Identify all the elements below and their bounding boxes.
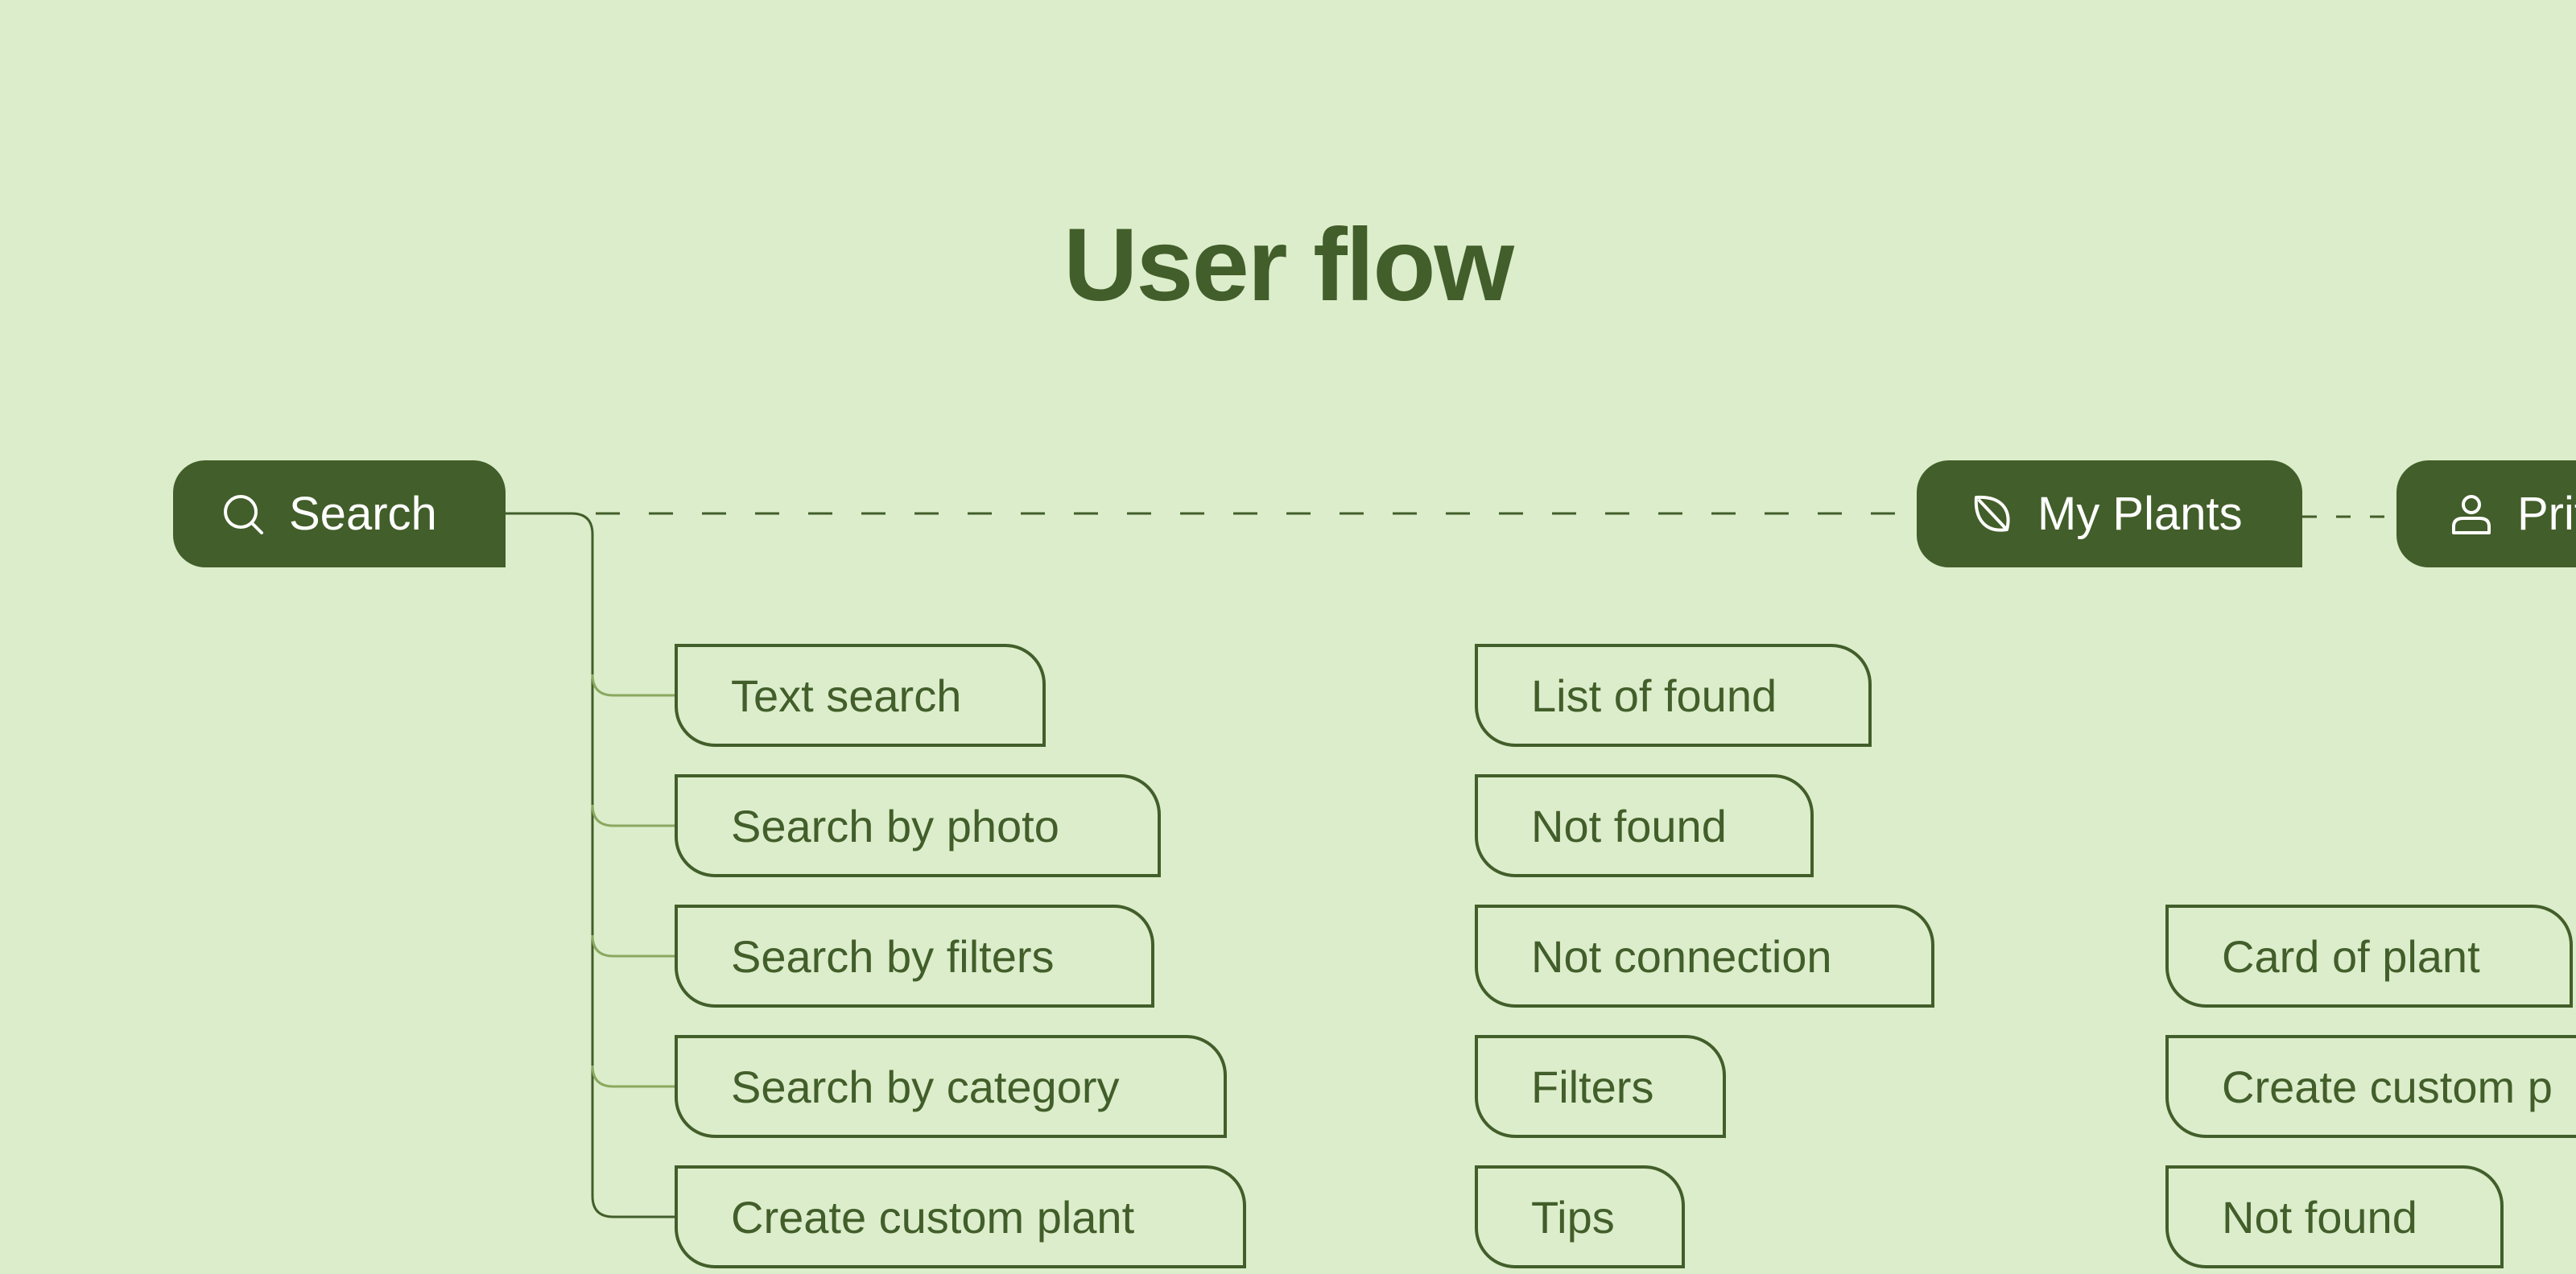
branch-search-filters: [591, 934, 676, 958]
branch-text-search: [591, 674, 676, 697]
my-plants-node[interactable]: My Plants: [1917, 460, 2302, 567]
create-custom-plant-label: Create custom plant: [731, 1191, 1135, 1243]
search-by-photo-box[interactable]: Search by photo: [675, 774, 1161, 877]
card-of-plant-box[interactable]: Card of plant: [2165, 905, 2573, 1008]
search-by-photo-label: Search by photo: [731, 800, 1059, 851]
card-of-plant-label: Card of plant: [2222, 930, 2480, 982]
list-of-found-label: List of found: [1531, 670, 1777, 721]
text-search-label: Text search: [731, 670, 962, 721]
create-custom-plant-box[interactable]: Create custom plant: [675, 1165, 1246, 1268]
not-found-myplants-label: Not found: [2222, 1191, 2417, 1243]
search-node[interactable]: Search: [173, 460, 506, 567]
user-icon: [2450, 493, 2493, 536]
page-title: User flow: [1063, 208, 1514, 323]
search-by-category-label: Search by category: [731, 1061, 1120, 1112]
not-connection-label: Not connection: [1531, 930, 1832, 982]
filters-label: Filters: [1531, 1061, 1654, 1112]
profile-node-label: Prif: [2517, 488, 2576, 540]
my-plants-node-label: My Plants: [2037, 488, 2243, 540]
not-found-label: Not found: [1531, 800, 1727, 851]
search-by-filters-label: Search by filters: [731, 930, 1055, 982]
tips-label: Tips: [1531, 1191, 1615, 1243]
branch-search-category: [591, 1065, 676, 1088]
tips-box[interactable]: Tips: [1475, 1165, 1685, 1268]
not-connection-box[interactable]: Not connection: [1475, 905, 1934, 1008]
search-by-category-box[interactable]: Search by category: [675, 1035, 1227, 1138]
filters-box[interactable]: Filters: [1475, 1035, 1726, 1138]
branch-search-photo: [591, 804, 676, 827]
text-search-box[interactable]: Text search: [675, 644, 1046, 747]
not-found-myplants-box[interactable]: Not found: [2165, 1165, 2504, 1268]
leaf-icon: [1970, 493, 2013, 536]
list-of-found-box[interactable]: List of found: [1475, 644, 1872, 747]
not-found-box[interactable]: Not found: [1475, 774, 1814, 877]
search-icon: [221, 493, 265, 536]
search-trunk: [505, 512, 676, 1218]
create-custom-plant-myplants-box[interactable]: Create custom p: [2165, 1035, 2576, 1138]
search-by-filters-box[interactable]: Search by filters: [675, 905, 1154, 1008]
profile-node[interactable]: Prif: [2396, 460, 2576, 567]
create-custom-plant-myplants-label: Create custom p: [2222, 1061, 2553, 1112]
search-node-label: Search: [289, 488, 437, 540]
